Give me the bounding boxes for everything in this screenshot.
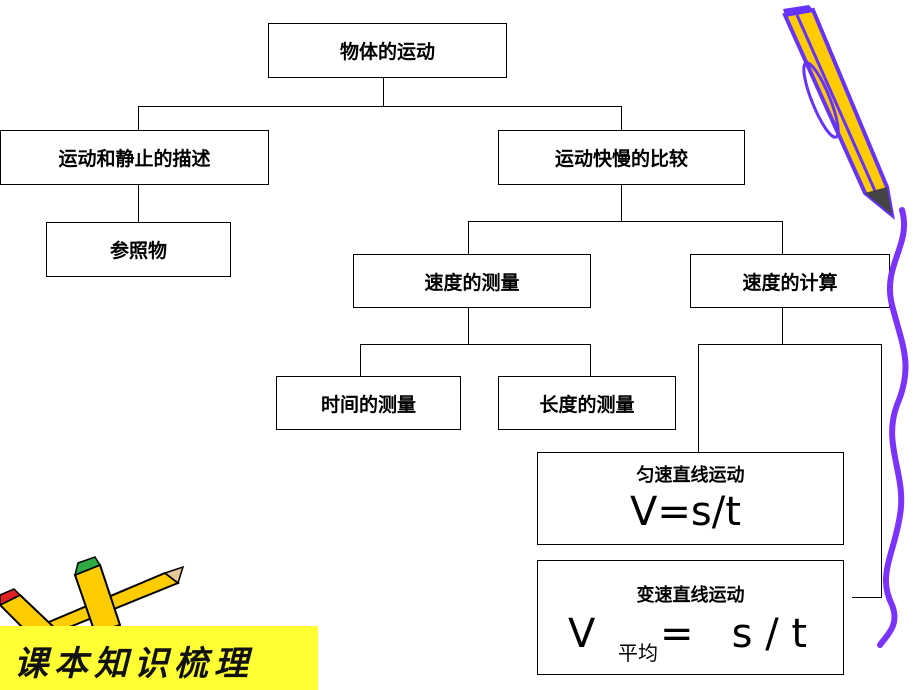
crossed-pencils-icon [0, 556, 185, 635]
connector [383, 77, 384, 107]
connector [138, 106, 622, 107]
node-time-measure: 时间的测量 [276, 376, 461, 430]
connector [360, 344, 591, 345]
node-length-measure: 长度的测量 [498, 376, 676, 430]
variable-motion-title: 变速直线运动 [636, 585, 745, 606]
connector [468, 221, 783, 222]
variable-formula-subscript: 平均 [618, 641, 658, 665]
connector [138, 106, 139, 130]
uniform-formula: V=s/t [630, 489, 741, 535]
connector [698, 344, 699, 452]
pencil-icon [782, 5, 895, 220]
uniform-motion-title: 匀速直线运动 [636, 465, 745, 486]
decorative-wave-icon [877, 207, 909, 648]
variable-formula-v: V [568, 611, 596, 657]
node-speed-measure: 速度的测量 [353, 254, 591, 308]
connector [621, 184, 622, 222]
banner-title: 课本知识梳理 [14, 644, 254, 684]
connector [360, 344, 361, 376]
connector [138, 184, 139, 222]
variable-formula-rest: = s / t [660, 611, 808, 657]
node-reference: 参照物 [46, 222, 231, 277]
node-speed-calc: 速度的计算 [690, 254, 890, 308]
node-motion-rest: 运动和静止的描述 [0, 130, 269, 185]
connector [621, 106, 622, 130]
node-root: 物体的运动 [268, 23, 507, 78]
connector [468, 221, 469, 254]
node-speed-compare: 运动快慢的比较 [498, 130, 745, 185]
uniform-motion-box: 匀速直线运动 V=s/t [537, 452, 844, 545]
connector [782, 221, 783, 254]
banner [0, 626, 318, 690]
connector [782, 307, 783, 345]
variable-motion-box: 变速直线运动 V 平均 = s / t [537, 560, 844, 675]
connector [468, 307, 469, 345]
connector [698, 344, 882, 345]
connector [881, 344, 882, 598]
connector [852, 597, 882, 598]
connector [590, 344, 591, 376]
